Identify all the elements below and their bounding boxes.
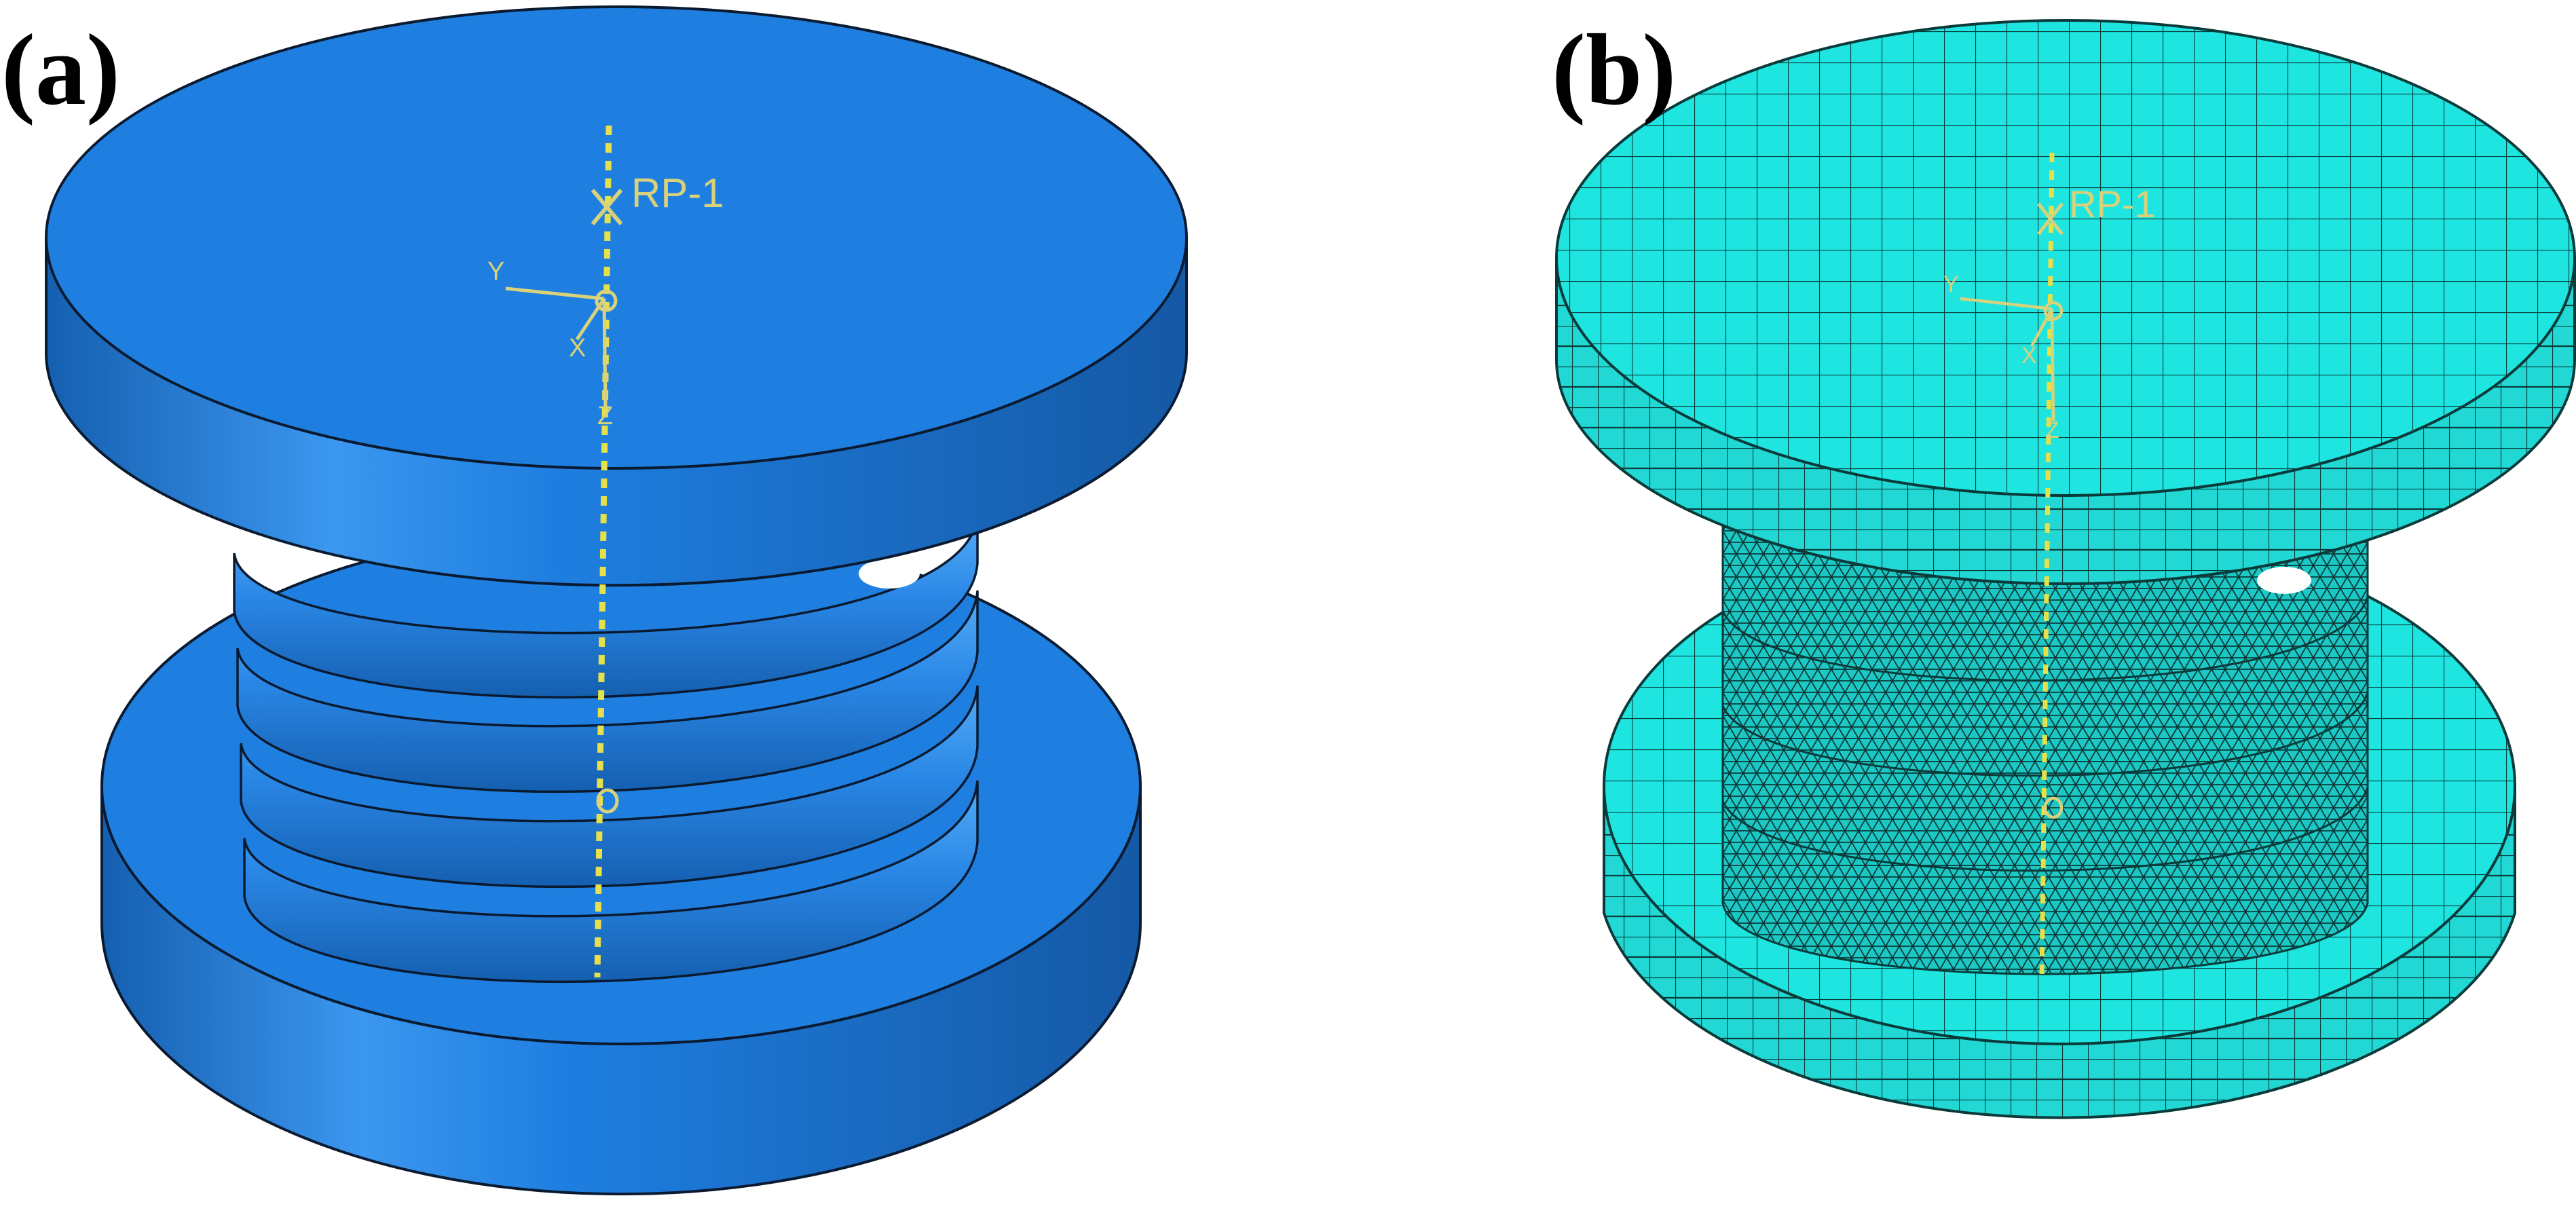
triad-x-label: X <box>569 334 586 362</box>
mesh-triad-z-label: Z <box>2045 417 2059 443</box>
panel-label-a: (a) <box>1 14 120 126</box>
mesh-top-plate-top-face <box>1555 19 2576 497</box>
mesh-coordinate-triad <box>1960 297 2064 422</box>
meshed-model-figure: RP-1 Y X Z <box>1555 19 2576 1119</box>
mesh-triad-y-label: Y <box>1943 272 1959 297</box>
spring-inner-gap <box>859 559 920 588</box>
spring-coil <box>233 515 979 699</box>
helical-spring <box>233 515 979 984</box>
spring-coil <box>243 780 979 984</box>
lower-reference-marker <box>596 788 619 814</box>
mesh-top-plate <box>1555 19 2576 585</box>
mesh-center-axis-line <box>2039 152 2055 982</box>
spring-coil <box>236 590 979 793</box>
mesh-spring-coil-edge <box>1721 787 2369 872</box>
center-axis-line <box>594 125 612 978</box>
mesh-rp-label: RP-1 <box>2069 183 2156 225</box>
coordinate-triad <box>505 286 618 408</box>
panel-b-meshed-model: RP-1 Y X Z (b) <box>1288 0 2576 1215</box>
mesh-spring-coil-edge <box>1721 692 2369 777</box>
mesh-lower-reference-marker <box>2043 796 2064 819</box>
mesh-spring-coil-edge <box>1721 597 2369 682</box>
mesh-triad-x-label: X <box>2021 343 2037 369</box>
spring-coil <box>240 685 979 889</box>
top-plate-top-face <box>45 5 1188 470</box>
triad-z-label: Z <box>597 402 613 430</box>
top-plate <box>45 5 1188 587</box>
rp-label: RP-1 <box>631 170 724 216</box>
rp-marker <box>591 189 623 225</box>
mesh-helical-spring <box>1721 489 2369 975</box>
mesh-spring-inner-gap <box>2257 567 2311 594</box>
triad-y-label: Y <box>487 257 504 286</box>
panel-a-solid-model: RP-1 Y X Z (a) <box>1 5 1188 1196</box>
panel-label-b: (b) <box>1552 14 1677 126</box>
solid-model-figure: RP-1 Y X Z <box>45 5 1188 1196</box>
mesh-rp-marker <box>2037 202 2064 236</box>
